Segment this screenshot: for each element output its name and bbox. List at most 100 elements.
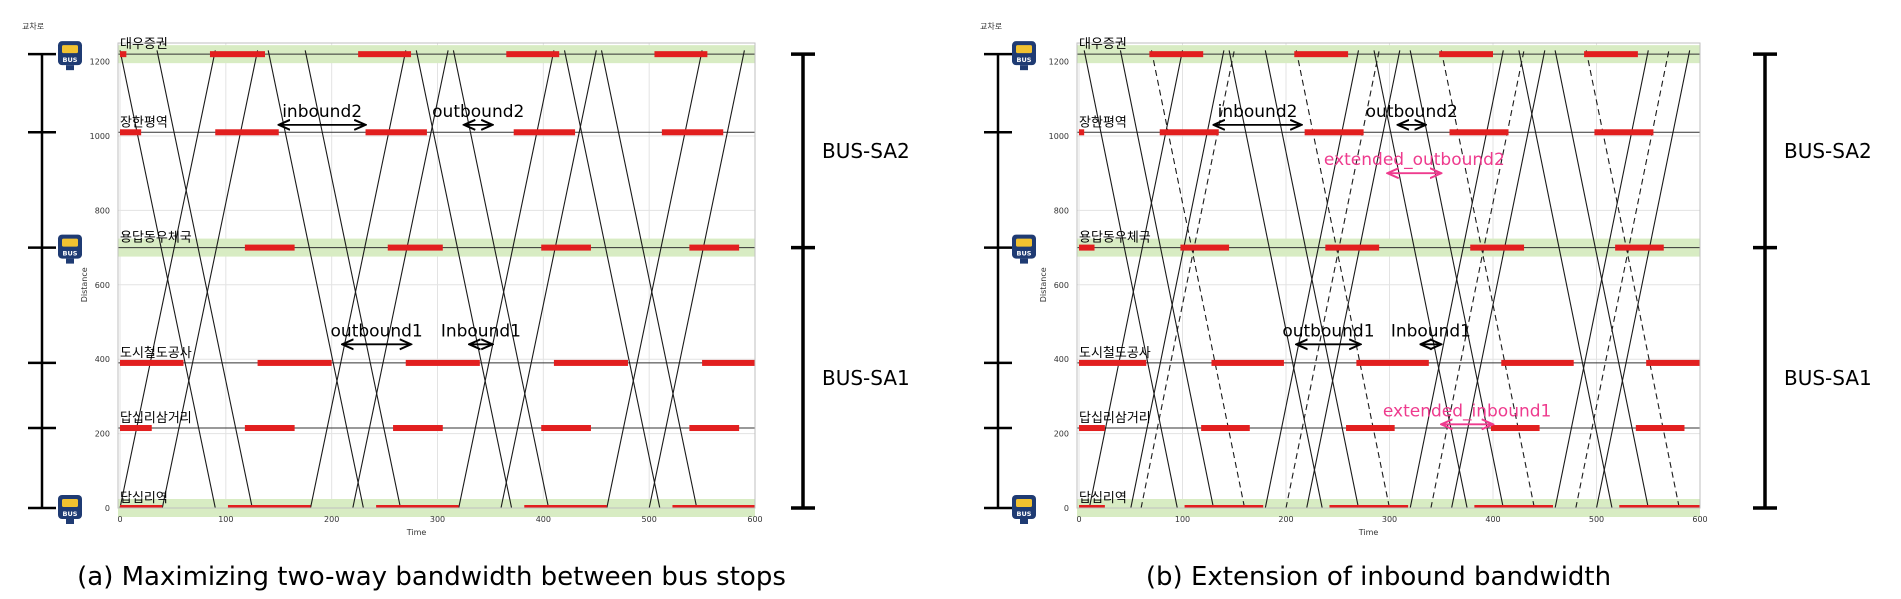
y-tick-label: 0: [105, 504, 110, 513]
phase-bar: [1439, 51, 1493, 58]
bus-icon-label: BUS: [63, 56, 78, 64]
bus-icon-window: [62, 499, 78, 507]
trajectory-outbound-solid: [161, 50, 259, 508]
bandwidth-label: outbound1: [1282, 321, 1374, 341]
y-tick-label: 600: [95, 281, 110, 290]
bus-icon-window: [62, 238, 78, 247]
trajectory-inbound-solid: [415, 50, 513, 508]
bus-icon: BUS: [1012, 234, 1036, 264]
intersection-label: 장한평역: [120, 115, 168, 130]
phase-bar: [1149, 51, 1204, 58]
bus-icon-stand: [1020, 519, 1028, 524]
bus-icon-stand: [66, 258, 74, 264]
bandwidth-label: inbound2: [1218, 102, 1298, 122]
phase-bar: [120, 505, 163, 508]
bus-icon-window: [1016, 238, 1032, 247]
bus-icon-label: BUS: [63, 250, 78, 258]
bandwidth-label: extended_inbound1: [1383, 401, 1552, 421]
phase-bar: [215, 129, 279, 136]
trajectory-inbound-dashed: [1150, 50, 1246, 508]
trajectory-inbound-solid: [156, 50, 253, 508]
phase-bar: [524, 505, 607, 508]
trajectory-inbound-solid: [1083, 50, 1178, 508]
phase-bar: [1304, 129, 1364, 136]
bandwidth-label: Inbound1: [441, 321, 521, 341]
phase-bar: [541, 244, 591, 251]
trajectory-outbound-solid: [1306, 50, 1401, 508]
segment-label: BUS-SA2: [822, 139, 910, 163]
phase-bar: [209, 51, 265, 58]
phase-bar: [120, 425, 152, 432]
intersection-label: 대우증권: [120, 37, 168, 52]
phase-bar: [1584, 51, 1638, 58]
phase-bar: [376, 505, 459, 508]
phase-bar: [1079, 244, 1095, 251]
phase-bar: [244, 425, 295, 432]
intersection-label: 장한평역: [1079, 115, 1127, 130]
phase-bar: [1470, 244, 1525, 251]
phase-bar: [702, 359, 755, 366]
y-tick-label: 1200: [1049, 58, 1069, 67]
phase-bar: [1346, 425, 1395, 432]
x-tick-label: 100: [218, 515, 233, 524]
trajectory-inbound-dashed: [1585, 50, 1680, 508]
phase-bar: [227, 505, 311, 508]
trajectory-outbound-solid: [1451, 50, 1546, 508]
phase-bar: [120, 129, 142, 136]
segment-label: BUS-SA1: [822, 366, 910, 390]
phase-bar: [654, 51, 708, 58]
trajectory-outbound-solid: [1130, 50, 1225, 508]
trajectory-outbound-solid: [309, 50, 407, 508]
bus-icon-window: [1016, 45, 1032, 54]
bus-icon-stand: [1020, 258, 1028, 264]
y-tick-label: 400: [1054, 355, 1069, 364]
phase-bar: [1079, 425, 1105, 432]
segment-label: BUS-SA1: [1784, 366, 1872, 390]
x-tick-label: 300: [430, 515, 445, 524]
x-tick-label: 500: [642, 515, 657, 524]
phase-bar: [120, 359, 184, 366]
phase-bar: [1184, 505, 1264, 508]
phase-bar: [689, 244, 740, 251]
y-axis-label: Distance: [80, 267, 89, 302]
intersection-label: 답십리삼거리: [1079, 411, 1151, 426]
intersection-label: 답십리삼거리: [120, 411, 192, 426]
intersection-label: 답십리역: [120, 491, 168, 506]
trajectory-outbound-dashed: [1575, 50, 1670, 508]
bus-icon-window: [62, 45, 78, 54]
phase-bar: [1474, 505, 1554, 508]
y-tick-label: 200: [1054, 430, 1069, 439]
phase-bar: [393, 425, 443, 432]
bandwidth-label: inbound2: [282, 102, 362, 122]
bus-icon-label: BUS: [1017, 250, 1032, 258]
phase-bar: [689, 425, 740, 432]
phase-bar: [257, 359, 332, 366]
bus-icon-stand: [66, 65, 74, 71]
intersection-label: 용답동우체국: [1079, 231, 1151, 246]
phase-bar: [1615, 244, 1664, 251]
x-tick-label: 200: [324, 515, 339, 524]
x-tick-label: 400: [1485, 515, 1500, 524]
phase-bar: [1079, 129, 1085, 136]
phase-bar-group: [120, 51, 755, 508]
phase-bar: [1449, 129, 1509, 136]
phase-bar: [1201, 425, 1250, 432]
corner-label: 교차로: [980, 22, 1002, 31]
bus-icon: BUS: [58, 495, 82, 524]
phase-bar: [513, 129, 576, 136]
phase-bar: [120, 51, 127, 58]
phase-bar: [1501, 359, 1574, 366]
x-axis-label: Time: [406, 528, 427, 537]
phase-bar: [1619, 505, 1700, 508]
plot-frame: [117, 42, 756, 509]
y-axis-label: Distance: [1039, 267, 1048, 302]
bus-icon-stand: [66, 519, 74, 524]
phase-bar: [1079, 505, 1105, 508]
bandwidth-label: extended_outbound2: [1324, 150, 1505, 170]
phase-bar: [1329, 505, 1409, 508]
trajectory-inbound-dashed: [1440, 50, 1535, 508]
y-tick-label: 1200: [90, 58, 110, 67]
trajectory-outbound-dashed: [1140, 50, 1235, 508]
phase-bar: [358, 51, 412, 58]
